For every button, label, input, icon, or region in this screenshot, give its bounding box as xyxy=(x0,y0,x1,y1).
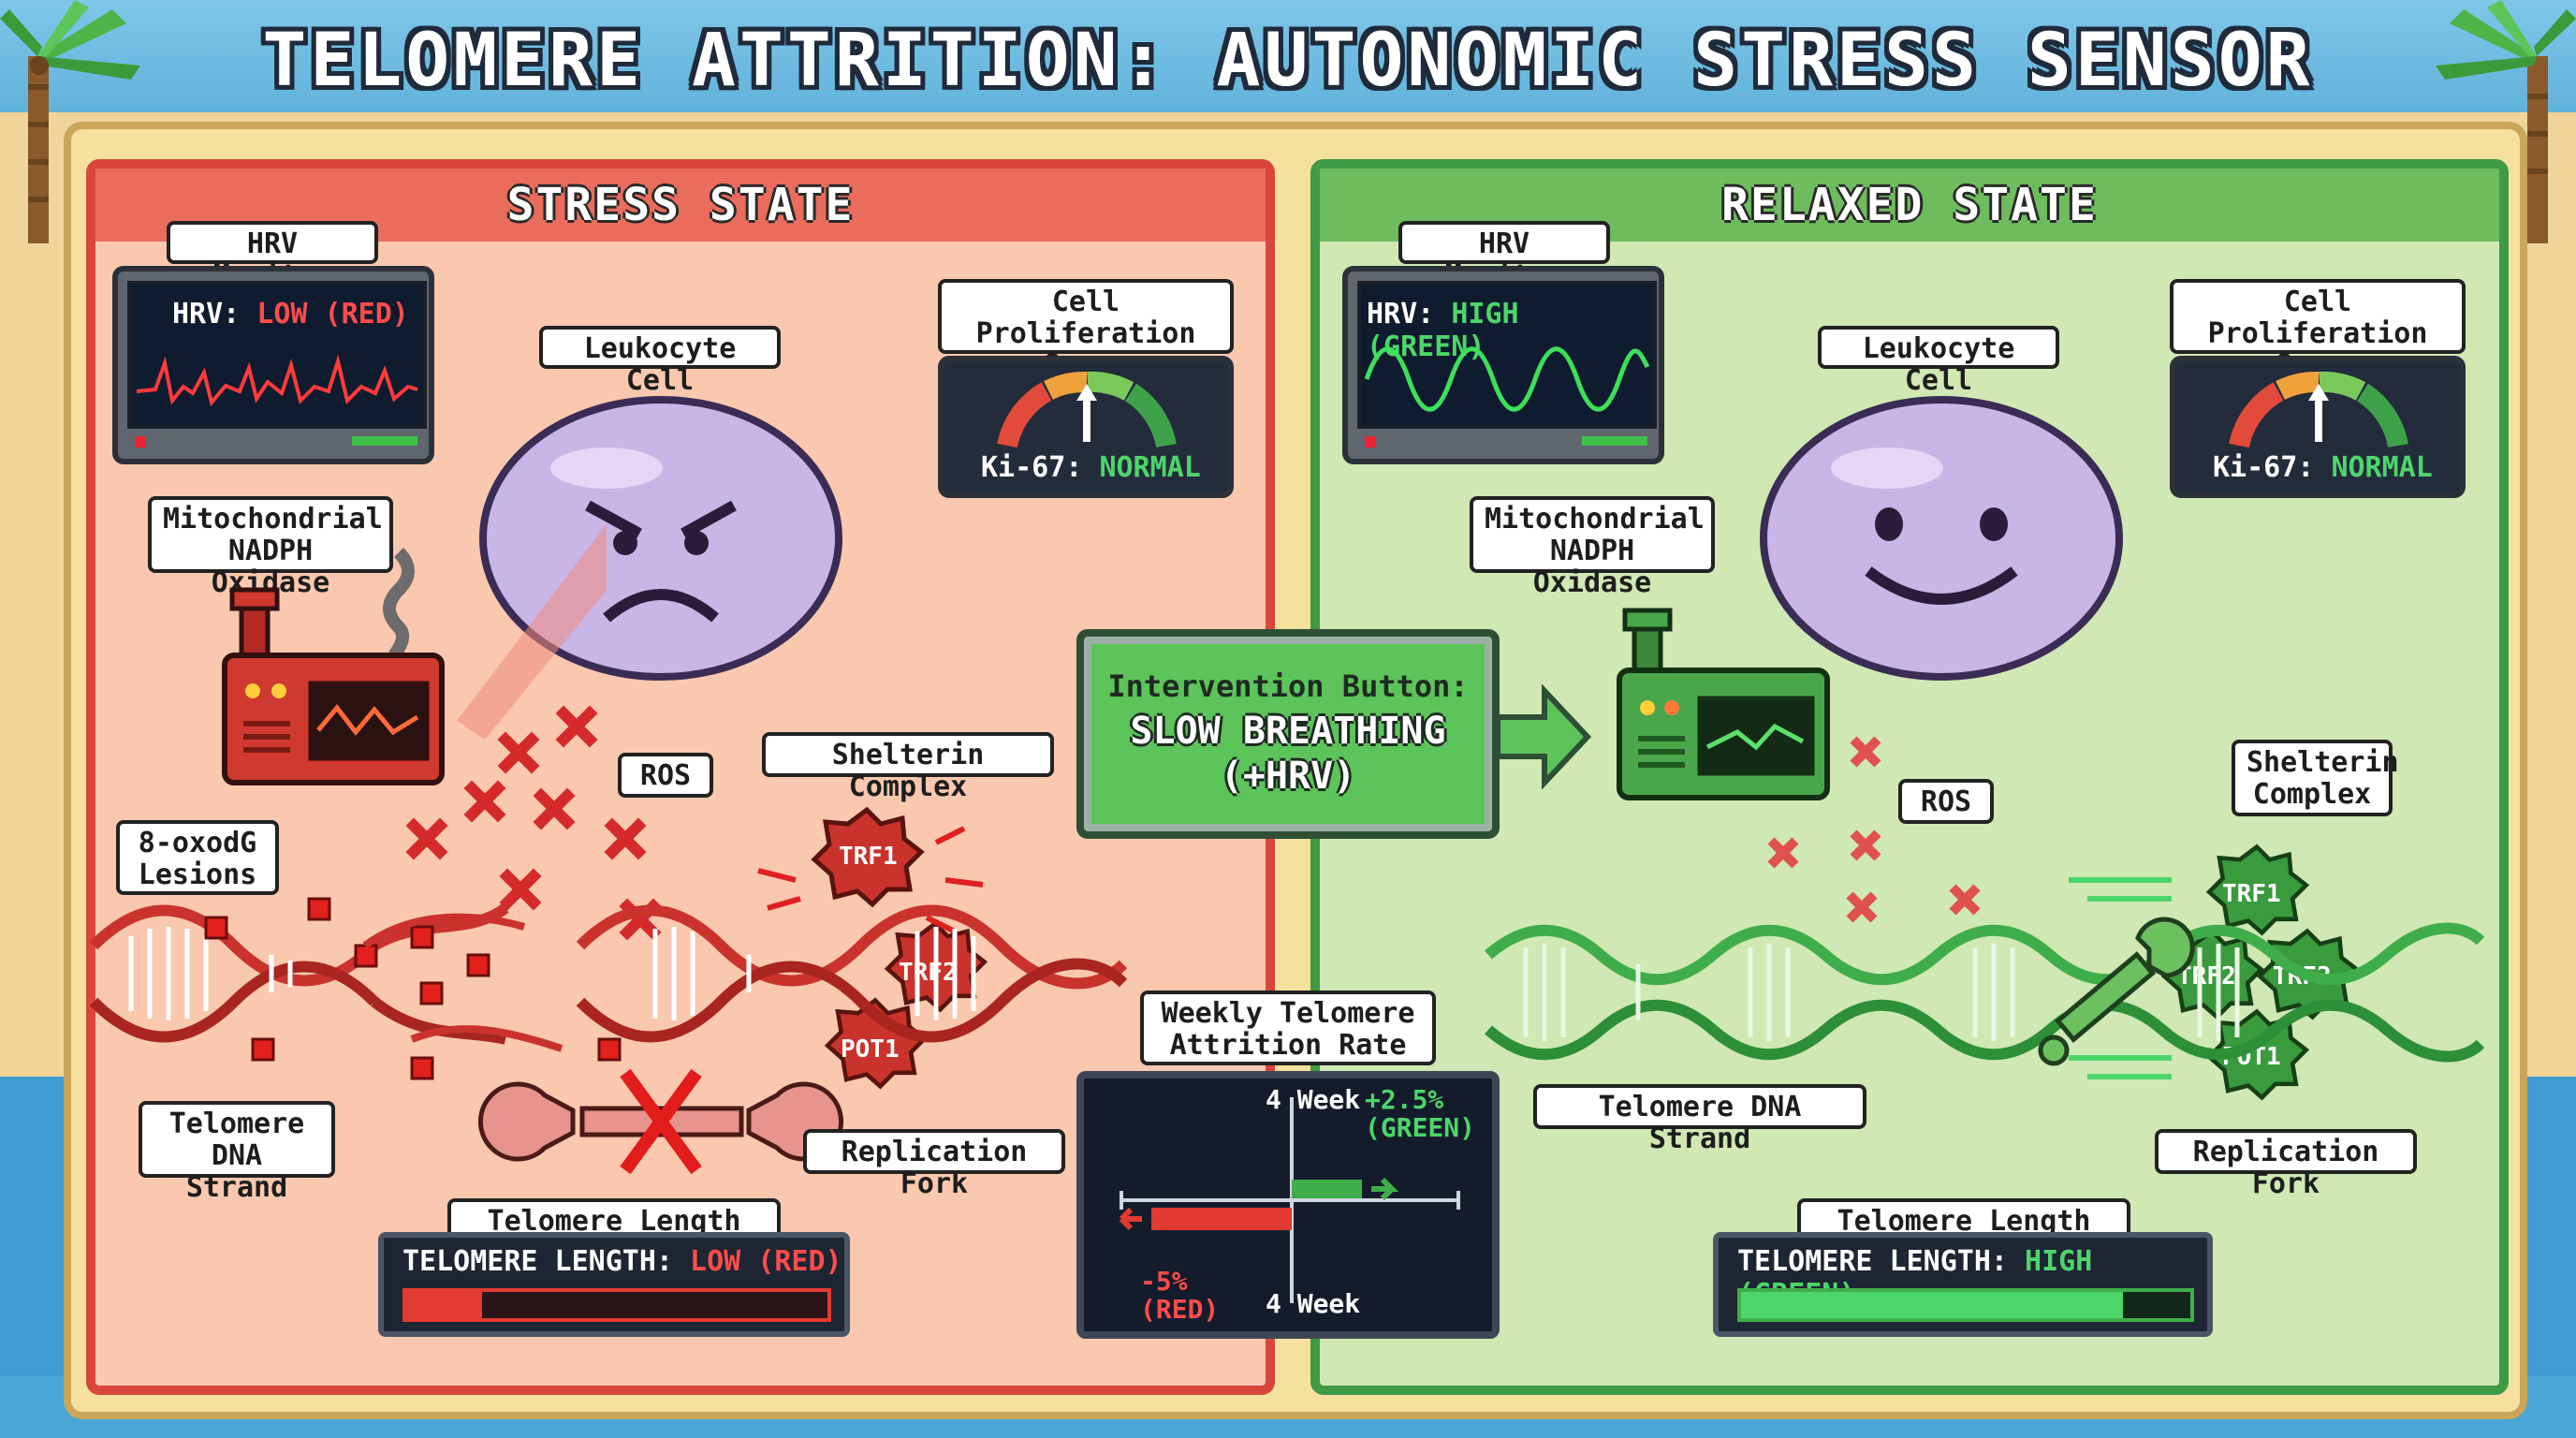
relaxed-ki67-value: NORMAL xyxy=(2331,451,2433,484)
stress-dna-label: Telomere DNA Strand xyxy=(139,1101,335,1204)
stress-ki67-readout: Ki-67: NORMAL xyxy=(981,451,1201,484)
chart-value-label: +2.5% xyxy=(1365,1084,1443,1115)
chart-value-label: -5% xyxy=(1140,1266,1188,1297)
stress-ros-label: ROS xyxy=(618,753,713,798)
intervention-line3: (+HRV) xyxy=(1220,755,1356,798)
stress-8-oxodg-lesions xyxy=(204,897,622,1080)
page-title: TELOMERE ATTRITION: AUTONOMIC STRESS SEN… xyxy=(262,19,2314,103)
stress-proliferation-label: Cell Proliferation Score xyxy=(938,279,1234,382)
stress-hrv-value: LOW (RED) xyxy=(256,298,409,330)
attrition-chart-plot: 4 Week+2.5%(GREEN)4 Week-5%(RED) xyxy=(1119,1084,1475,1325)
stress-hrv-screen: HRV: LOW (RED) xyxy=(127,281,427,429)
relaxed-length-prefix: TELOMERE LENGTH: xyxy=(1737,1245,2026,1278)
relaxed-cell-label: Leukocyte Cell xyxy=(1818,326,2059,397)
stress-cell-label: Leukocyte Cell xyxy=(539,326,781,397)
relaxed-monitor-led xyxy=(1365,436,1376,448)
stress-ros-particles xyxy=(405,705,662,941)
stress-ki67-prefix: Ki-67: xyxy=(981,451,1100,484)
relaxed-length-track xyxy=(1737,1288,2194,1322)
relaxed-trf1-label: TRF1 xyxy=(2222,880,2281,908)
stress-length-track xyxy=(402,1288,831,1322)
stress-trf1-protein-icon xyxy=(811,806,925,908)
stress-length-value: LOW (RED) xyxy=(690,1245,842,1278)
relaxed-hrv-monitor-label: HRV Monitor xyxy=(1398,221,1610,292)
relaxed-telomere-length-bar: TELOMERE LENGTH: HIGH (GREEN) xyxy=(1713,1232,2213,1337)
stress-nadph-oxidase-machine-icon xyxy=(222,548,445,785)
chart-title: Weekly Telomere Attrition Rate xyxy=(1140,990,1436,1065)
relaxed-wrench-icon xyxy=(2038,917,2195,1066)
stress-trf1-label: TRF1 xyxy=(839,843,898,871)
stress-hrv-readout: HRV: LOW (RED) xyxy=(172,298,409,330)
chart-category-label: 4 Week xyxy=(1266,1288,1360,1319)
relaxed-hrv-monitor: HRV: HIGH (GREEN) xyxy=(1342,266,1664,464)
relaxed-trf1-protein-icon xyxy=(2205,844,2310,936)
stress-shelterin-breakage-sparks xyxy=(757,826,984,934)
slow-breathing-intervention-button[interactable]: Intervention Button: SLOW BREATHING (+HR… xyxy=(1076,629,1500,839)
relaxed-proliferation-label: Cell Proliferation Score xyxy=(2170,279,2466,382)
relaxed-ki67-readout: Ki-67: NORMAL xyxy=(2213,451,2433,484)
relaxed-ki67-gauge: Ki-67: NORMAL xyxy=(2170,356,2466,498)
intervention-line1: Intervention Button: xyxy=(1107,668,1469,704)
stress-hrv-monitor: HRV: LOW (RED) xyxy=(112,266,434,464)
stress-length-prefix: TELOMERE LENGTH: xyxy=(402,1245,691,1278)
relaxed-hrv-waveform xyxy=(1364,346,1650,412)
relaxed-nadph-oxidase-machine-icon xyxy=(1617,608,1830,800)
stress-telomere-length-bar: TELOMERE LENGTH: LOW (RED) xyxy=(378,1232,850,1337)
relaxed-pot1-protein-icon xyxy=(2205,1008,2310,1101)
relaxed-fork-label: Replication Fork xyxy=(2155,1129,2417,1200)
stress-fork-label: Replication Fork xyxy=(803,1129,1065,1200)
stress-length-readout: TELOMERE LENGTH: LOW (RED) xyxy=(402,1245,842,1278)
palm-tree-right-icon xyxy=(2436,0,2576,243)
stress-trf2-label: TRF2 xyxy=(899,959,958,987)
relaxed-hrv-screen: HRV: HIGH (GREEN) xyxy=(1357,281,1657,429)
stress-ki67-gauge: Ki-67: NORMAL xyxy=(938,356,1234,498)
stress-ros-beam xyxy=(457,524,607,740)
intervention-line2: SLOW BREATHING xyxy=(1130,710,1446,753)
relaxed-ros-particles xyxy=(1767,736,1981,923)
broken-wrench-icon xyxy=(477,1068,844,1175)
chart-value-label: (RED) xyxy=(1140,1294,1219,1325)
chart-bar-negative xyxy=(1151,1208,1292,1230)
relaxed-shelterin-label: Shelterin Complex xyxy=(2232,740,2399,816)
relaxed-length-fill xyxy=(1741,1292,2123,1318)
stress-length-fill xyxy=(406,1292,482,1318)
stress-telomere-dna-strand xyxy=(89,903,1128,1045)
stress-hrv-monitor-label: HRV Monitor xyxy=(167,221,378,292)
relaxed-mito-label: Mitochondrial NADPH Oxidase xyxy=(1470,496,1715,599)
relaxed-telomere-dna-strand xyxy=(1485,922,2485,1063)
relaxed-hrv-prefix: HRV: xyxy=(1367,298,1452,330)
stress-hrv-prefix: HRV: xyxy=(172,298,257,330)
relaxed-motion-lines xyxy=(2069,877,2172,1079)
relaxed-hrv-readout: HRV: HIGH (GREEN) xyxy=(1367,298,1653,363)
relaxed-monitor-power-bar xyxy=(1582,436,1647,446)
chart-arrow-right-icon xyxy=(1371,1177,1399,1201)
stress-gauge-dial-icon xyxy=(997,371,1177,448)
intervention-arrow-icon xyxy=(1495,683,1592,790)
stress-monitor-led xyxy=(135,436,146,448)
stress-monitor-power-bar xyxy=(352,436,417,446)
stress-lesions-label: 8-oxodG Lesions xyxy=(116,820,279,895)
happy-leukocyte-cell-icon xyxy=(1760,396,2123,681)
stress-hrv-waveform xyxy=(136,354,418,407)
relaxed-ki67-prefix: Ki-67: xyxy=(2213,451,2332,484)
stress-ki67-value: NORMAL xyxy=(1099,451,1201,484)
relaxed-gauge-dial-icon xyxy=(2229,371,2408,448)
stress-pot1-protein-icon xyxy=(824,997,929,1090)
chart-category-label: 4 Week xyxy=(1266,1084,1360,1115)
chart-arrow-left-icon xyxy=(1119,1207,1142,1231)
relaxed-dna-label: Telomere DNA Strand xyxy=(1533,1084,1866,1155)
weekly-attrition-chart: 4 Week+2.5%(GREEN)4 Week-5%(RED) xyxy=(1076,1071,1500,1339)
chart-value-label: (GREEN) xyxy=(1365,1112,1475,1143)
relaxed-ros-label: ROS xyxy=(1898,779,1994,824)
relaxed-hrv-value: HIGH (GREEN) xyxy=(1367,298,1519,363)
palm-tree-left-icon xyxy=(0,0,140,243)
stress-pot1-label: POT1 xyxy=(841,1035,900,1064)
chart-bar-positive xyxy=(1292,1180,1362,1198)
stress-shelterin-label: Shelterin Complex xyxy=(762,732,1054,803)
